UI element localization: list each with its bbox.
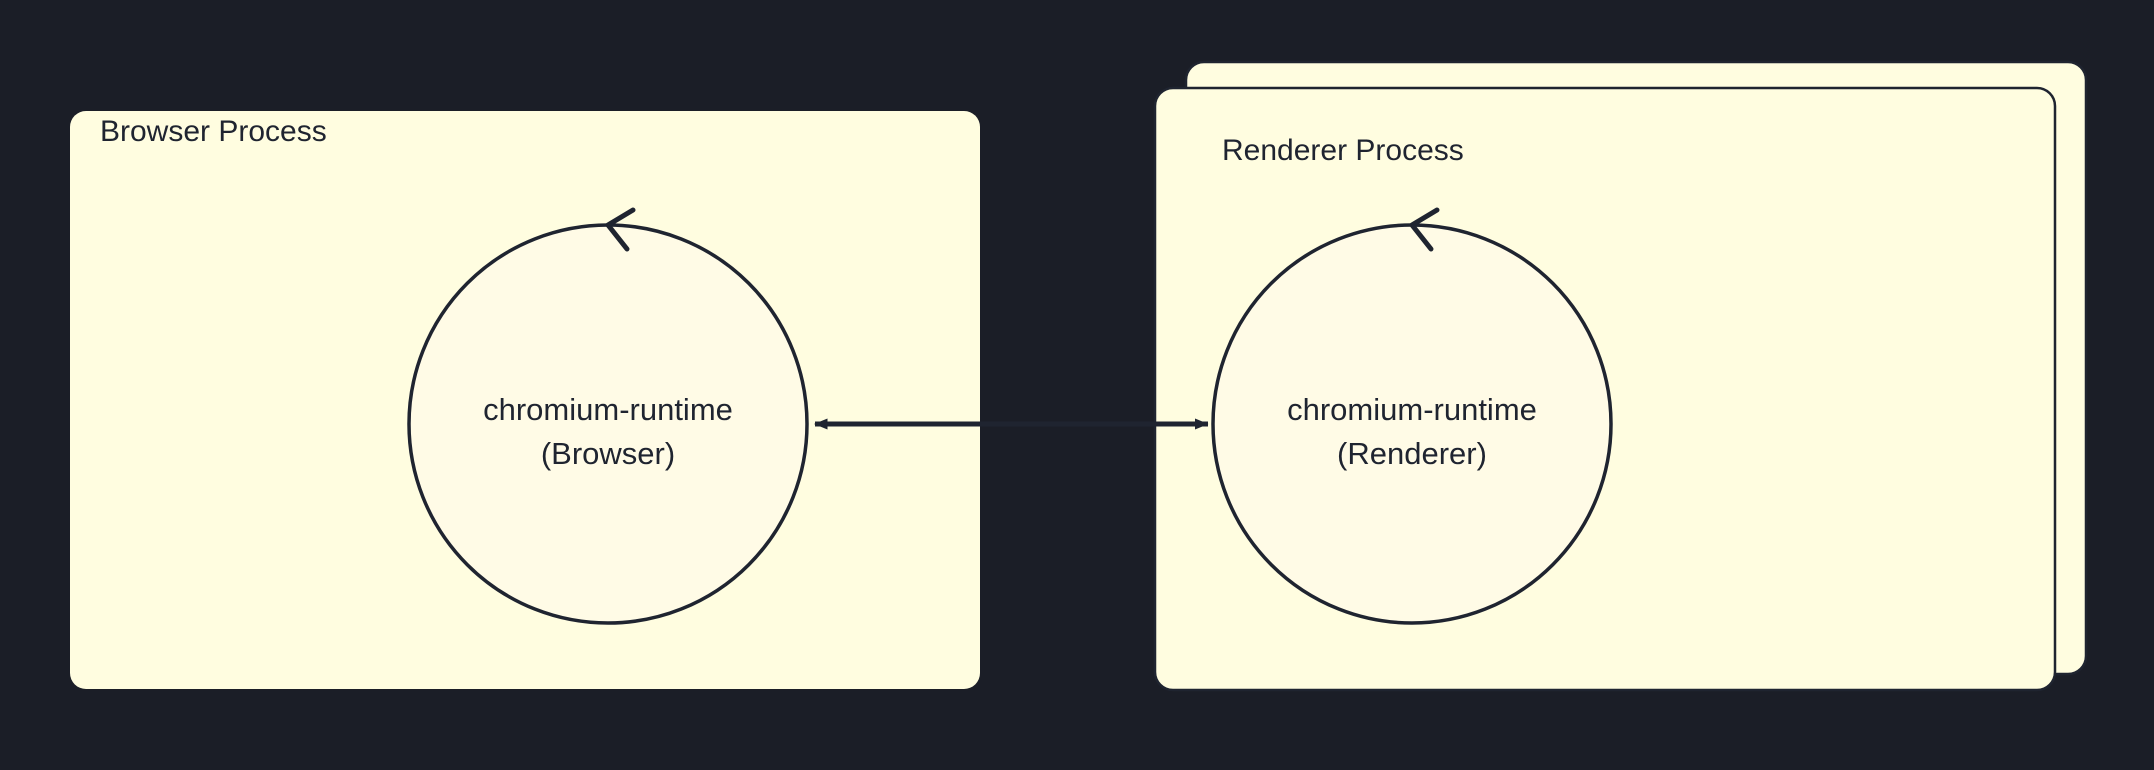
node-browser-label-line1: chromium-runtime (483, 392, 733, 427)
cluster-renderer-label: Renderer Process (1222, 134, 1464, 167)
edge-browser-self-loop[interactable] (605, 207, 636, 252)
cluster-browser-label: Browser Process (100, 115, 327, 148)
node-renderer-label-line2: (Renderer) (1337, 436, 1487, 471)
node-renderer-label-line1: chromium-runtime (1287, 392, 1537, 427)
node-chromium-runtime-browser[interactable]: chromium-runtime (Browser) (407, 223, 809, 625)
node-chromium-runtime-renderer[interactable]: chromium-runtime (Renderer) (1211, 223, 1613, 625)
self-loop-arrowhead-renderer (1409, 207, 1440, 252)
self-loop-arrowhead-browser (605, 207, 636, 252)
edge-renderer-self-loop[interactable] (1409, 207, 1440, 252)
node-browser-label-line2: (Browser) (541, 436, 675, 471)
